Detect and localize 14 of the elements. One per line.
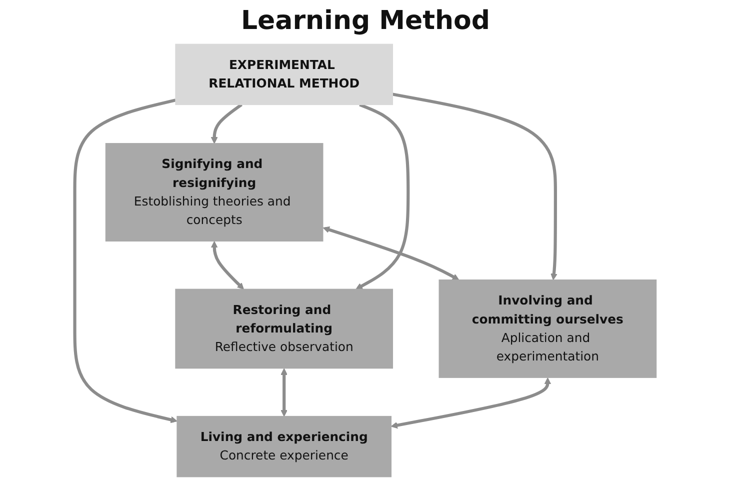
arrow <box>390 378 552 429</box>
arrow <box>322 226 460 280</box>
node-box: Involving and committing ourselves Aplication and experimentation <box>438 280 657 378</box>
node-box: Signifying and resignifying Estoblishing theories and concepts <box>105 143 324 242</box>
node-box: EXPERIMENTAL RELATIONAL METHOD <box>175 44 394 106</box>
node-box: Living and experiencing Concrete experience <box>176 416 392 478</box>
arrow <box>210 103 242 144</box>
node-box: Restoring and reformulating Reflective observation <box>175 288 394 369</box>
arrow <box>280 368 288 417</box>
arrow <box>73 98 178 424</box>
arrow <box>210 241 244 290</box>
arrow <box>356 103 410 290</box>
diagram-title: Learning Method <box>240 6 492 36</box>
arrow <box>392 92 558 280</box>
